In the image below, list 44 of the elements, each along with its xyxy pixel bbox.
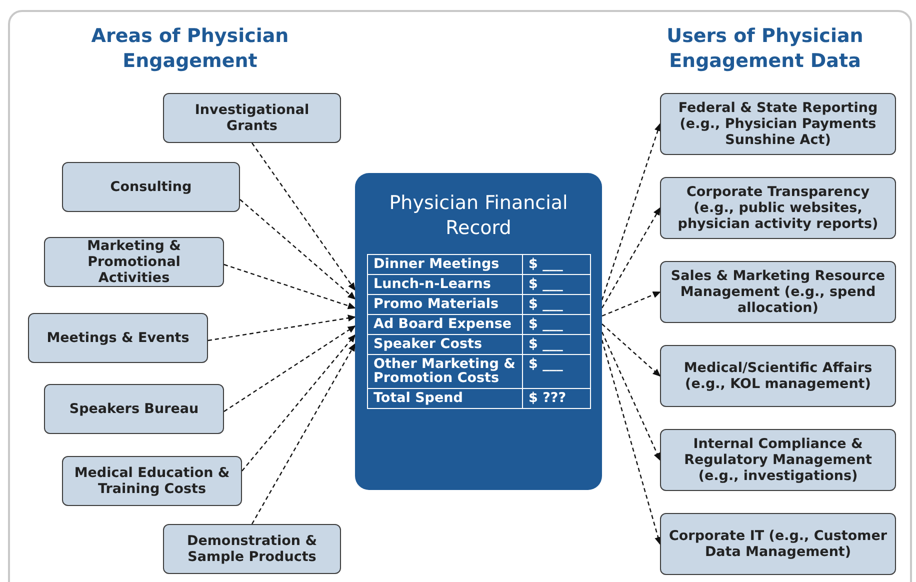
process-box: Medical Education & Training Costs [62, 456, 242, 506]
process-box: Investigational Grants [163, 93, 341, 143]
arrow [251, 343, 356, 524]
process-box: Demonstration & Sample Products [163, 524, 341, 574]
process-box: Sales & Marketing Resource Management (e.g., spend allocation) [660, 261, 896, 323]
arrow [602, 324, 661, 377]
process-box: Meetings & Events [28, 313, 208, 363]
process-box: Federal & State Reporting (e.g., Physician Payments Sunshine Act) [660, 93, 896, 155]
table-cell: $ ___ [522, 294, 590, 314]
process-box: Internal Compliance & Regulatory Management (e.g., investigations) [660, 429, 896, 491]
table-cell: $ ___ [522, 334, 590, 354]
arrow [242, 334, 356, 472]
process-box: Marketing & Promotional Activities [44, 237, 224, 287]
arrow [602, 291, 661, 317]
table-cell: Ad Board Expense [367, 314, 522, 334]
arrow [252, 142, 356, 291]
arrow [601, 332, 661, 461]
table-cell: $ ___ [522, 254, 590, 275]
panel-title: Physician Financial Record [388, 191, 569, 240]
record-panel [355, 173, 602, 490]
table-cell: Lunch-n-Learns [367, 274, 522, 295]
process-box: Corporate Transparency (e.g., public websites, physician activity reports) [660, 177, 896, 239]
column-heading: Users of Physician Engagement Data [666, 24, 864, 74]
arrow [208, 314, 356, 342]
arrow [224, 325, 356, 412]
table-cell: Total Spend [367, 388, 522, 409]
arrow [601, 340, 662, 545]
arrow [601, 123, 662, 300]
arrow [601, 207, 661, 308]
table-cell: Promo Materials [367, 294, 522, 314]
process-box: Speakers Bureau [44, 384, 224, 434]
column-heading: Areas of Physician Engagement [90, 24, 290, 74]
table-cell: Other Marketing & Promotion Costs [367, 354, 522, 389]
arrow [224, 264, 356, 310]
arrow [240, 199, 356, 300]
process-box: Corporate IT (e.g., Customer Data Management) [660, 513, 896, 575]
table-cell: $ ___ [522, 274, 590, 295]
table-cell: $ ___ [522, 314, 590, 334]
process-box: Consulting [62, 162, 240, 212]
process-box: Medical/Scientific Affairs (e.g., KOL management) [660, 345, 896, 407]
table-cell: Speaker Costs [367, 334, 522, 354]
table-cell: $ ___ [522, 354, 590, 389]
table-cell: Dinner Meetings [367, 254, 522, 275]
table-cell: $ ??? [522, 388, 590, 409]
